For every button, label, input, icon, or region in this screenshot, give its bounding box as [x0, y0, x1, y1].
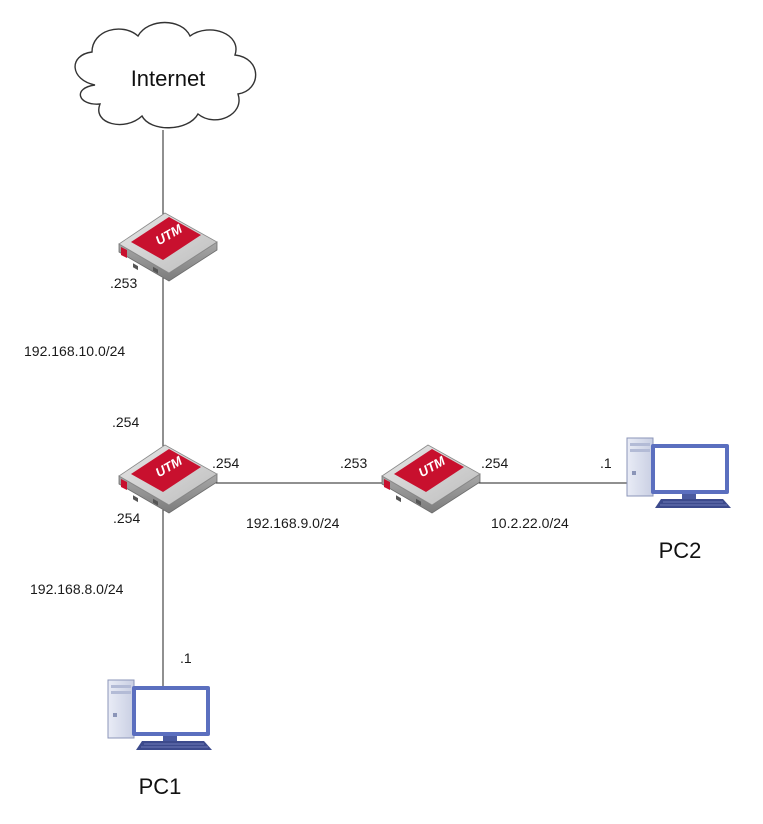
port-center-down: .254: [113, 510, 140, 526]
port-center-up: .254: [112, 414, 139, 430]
port-top-utm: .253: [110, 275, 137, 291]
utm-top-firewall: UTM: [118, 212, 218, 282]
port-right-utm-left: .253: [340, 455, 367, 471]
pc1-computer-icon: [107, 679, 213, 751]
pc1-label: PC1: [139, 774, 182, 799]
utm-center-firewall: UTM: [118, 444, 218, 514]
pc2-label: PC2: [659, 538, 702, 563]
internet-label: Internet: [131, 66, 206, 91]
net-middle-label: 192.168.9.0/24: [246, 515, 340, 531]
pc2-computer-icon: [626, 437, 732, 509]
port-center-right: .254: [212, 455, 239, 471]
net-top-label: 192.168.10.0/24: [24, 343, 125, 359]
port-right-utm-right: .254: [481, 455, 508, 471]
port-pc1: .1: [180, 650, 192, 666]
port-pc2: .1: [600, 455, 612, 471]
internet-cloud-icon: Internet: [74, 21, 257, 129]
net-right-label: 10.2.22.0/24: [491, 515, 569, 531]
net-bottom-label: 192.168.8.0/24: [30, 581, 124, 597]
utm-right-firewall: UTM: [381, 444, 481, 514]
